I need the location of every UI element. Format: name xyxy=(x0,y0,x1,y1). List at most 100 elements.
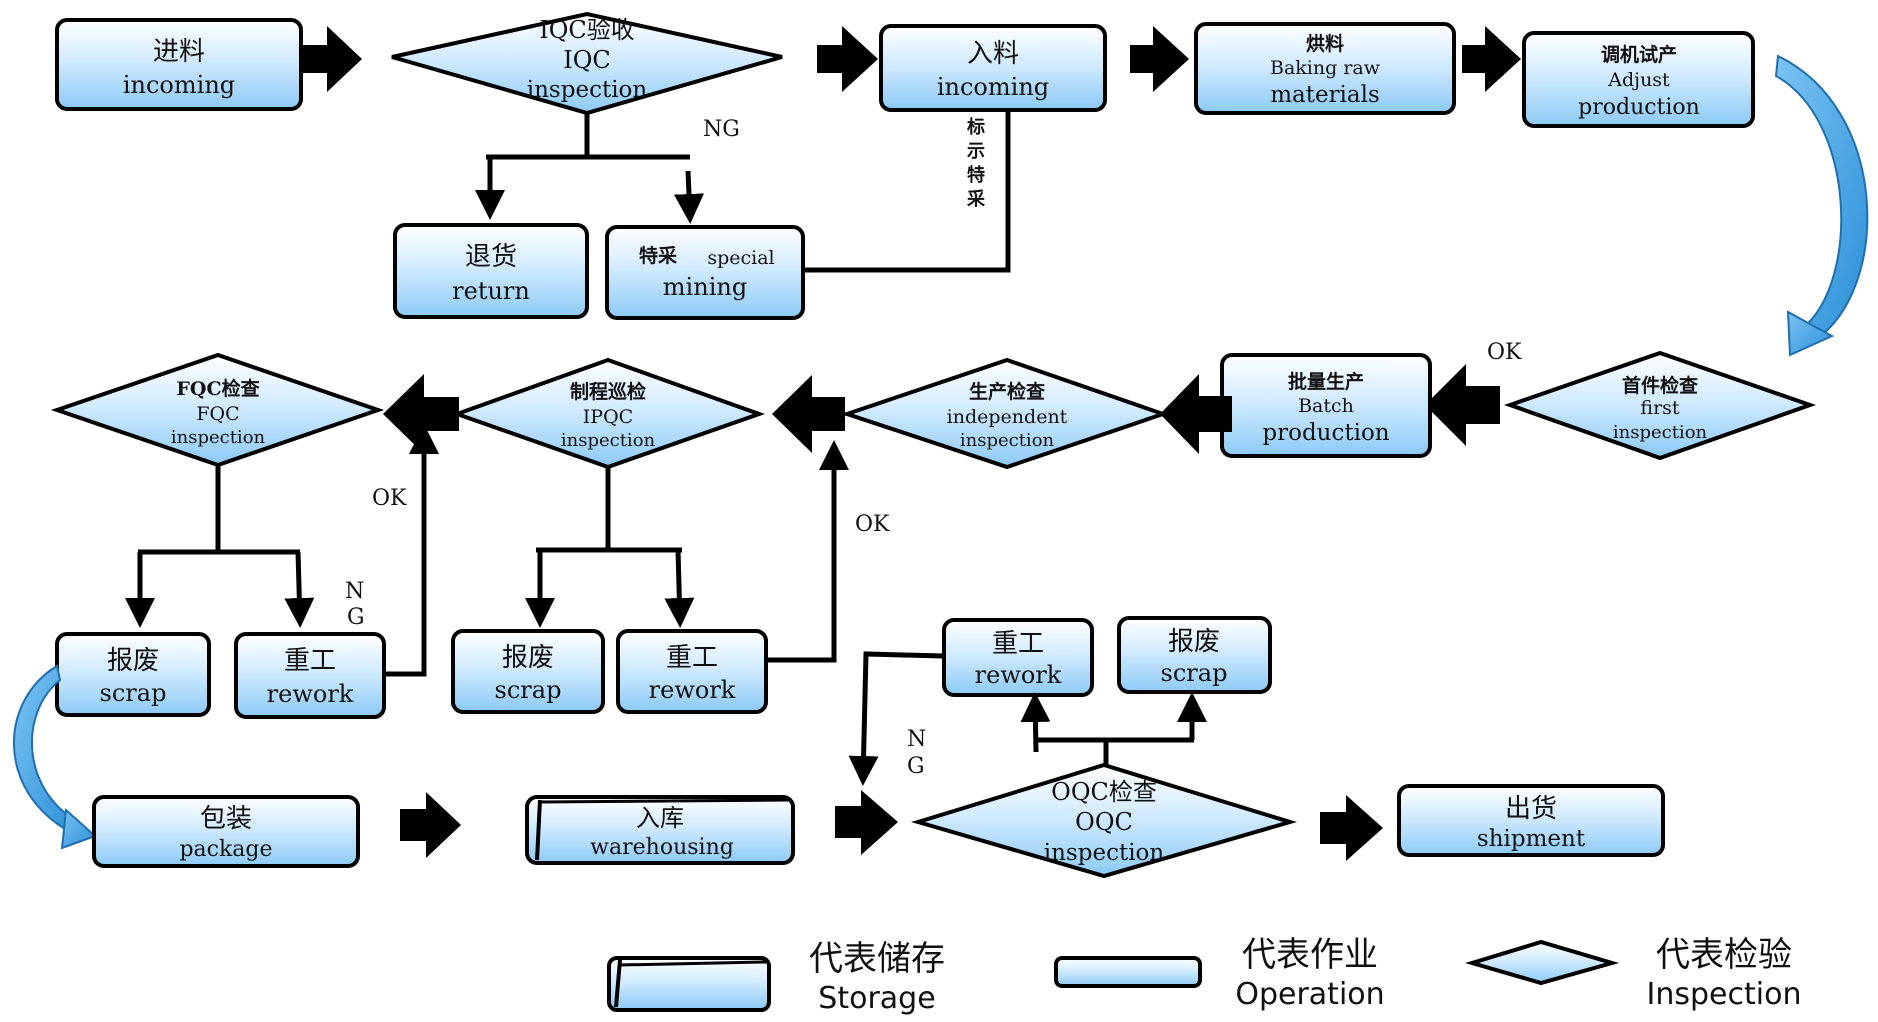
return-node: 退货 return xyxy=(393,223,589,319)
oqc-inspection-node: OQC检查 OQC inspection xyxy=(911,762,1297,879)
curved-arrow-left xyxy=(13,664,97,850)
ng-label: NG xyxy=(703,117,740,142)
legend-operation-en: Operation xyxy=(1235,977,1384,1012)
incoming-2-node: 入料 incoming xyxy=(879,24,1107,112)
package-node: 包装 package xyxy=(92,795,360,868)
block-arrow-right xyxy=(835,790,898,855)
iqc-inspection-node: IQC验收 IQC inspection xyxy=(391,11,783,116)
mark-special-label: 标 示 特 采 xyxy=(966,116,986,210)
svg-text:标: 标 xyxy=(966,116,985,138)
rework-zh: 重工 xyxy=(284,646,336,676)
ipqc-inspection-node: 制程巡检 IPQC inspection xyxy=(451,357,765,470)
independent-en2: inspection xyxy=(960,430,1055,451)
scrap-zh: 报废 xyxy=(502,643,554,673)
fqc-en1: FQC xyxy=(196,403,239,425)
special-mining-en: mining xyxy=(663,273,747,301)
shipment-node: 出货 shipment xyxy=(1397,784,1665,857)
ipqc-en1: IPQC xyxy=(583,406,633,428)
legend-inspection: 代表检验 Inspection xyxy=(1464,935,1801,1012)
svg-text:特: 特 xyxy=(967,164,985,186)
rework-en: rework xyxy=(649,676,736,704)
fqc-branch-lines xyxy=(125,424,439,677)
legend-storage: 代表储存 Storage xyxy=(607,939,945,1016)
warehousing-zh: 入库 xyxy=(636,804,684,832)
oqc-zh: OQC检查 xyxy=(1051,778,1157,806)
first-inspection-en1: first xyxy=(1640,397,1680,419)
baking-node: 烘料 Baking raw materials xyxy=(1194,22,1456,115)
iqc-en1: IQC xyxy=(563,46,611,74)
ng-label: N xyxy=(345,579,364,604)
ipqc-branch-lines xyxy=(525,440,849,663)
rework-node: 重工 rework xyxy=(616,629,768,714)
rework-zh: 重工 xyxy=(666,643,718,673)
ipqc-zh: 制程巡检 xyxy=(570,380,646,403)
incoming-node: 进料 incoming xyxy=(55,18,303,111)
scrap-node: 报废 scrap xyxy=(451,629,605,714)
block-arrow-right xyxy=(817,26,878,92)
oqc-branch-lines xyxy=(1020,692,1207,765)
curved-arrow-right xyxy=(1774,54,1869,357)
rework-return-connector xyxy=(848,651,945,786)
iqc-zh: IQC验收 xyxy=(539,16,635,44)
ng-label: G xyxy=(347,605,365,630)
fqc-en2: inspection xyxy=(171,427,266,448)
scrap-en: scrap xyxy=(1161,659,1228,687)
adjust-en1: Adjust xyxy=(1607,69,1670,91)
scrap-node: 报废 scrap xyxy=(55,632,211,717)
ipqc-en2: inspection xyxy=(561,430,656,451)
block-arrow-right xyxy=(400,792,461,858)
return-zh: 退货 xyxy=(465,242,517,272)
ok-label: OK xyxy=(1487,340,1522,365)
incoming-2-en: incoming xyxy=(937,73,1049,101)
independent-en1: independent xyxy=(947,406,1068,428)
fqc-inspection-node: FQC检查 FQC inspection xyxy=(50,352,385,468)
first-inspection-zh: 首件检查 xyxy=(1622,374,1699,397)
ng-label: G xyxy=(907,754,925,779)
baking-en2: materials xyxy=(1270,82,1380,108)
ok-label: OK xyxy=(372,486,407,511)
rework-node: 重工 rework xyxy=(942,618,1094,697)
scrap-node: 报废 scrap xyxy=(1117,616,1272,694)
ng-label: N xyxy=(907,727,926,752)
special-mining-node: 特采 special mining xyxy=(605,225,805,320)
block-arrow-left xyxy=(1425,364,1500,446)
first-inspection-en2: inspection xyxy=(1613,422,1708,443)
block-arrow-right xyxy=(303,26,362,92)
package-zh: 包装 xyxy=(200,804,252,834)
svg-text:采: 采 xyxy=(966,189,986,210)
special-mining-connector xyxy=(803,110,1011,273)
batch-en1: Batch xyxy=(1298,395,1354,417)
scrap-zh: 报废 xyxy=(107,646,159,676)
legend-storage-en: Storage xyxy=(818,981,935,1016)
adjust-en2: production xyxy=(1578,95,1700,120)
package-en: package xyxy=(179,837,272,862)
scrap-en: scrap xyxy=(495,676,562,704)
rework-node: 重工 rework xyxy=(234,632,386,719)
batch-zh: 批量生产 xyxy=(1288,370,1364,393)
oqc-en1: OQC xyxy=(1075,808,1133,836)
return-en: return xyxy=(452,277,530,305)
independent-zh: 生产检查 xyxy=(969,380,1046,403)
block-arrow-right xyxy=(1130,26,1189,92)
special-mining-en-inline: special xyxy=(707,247,774,269)
legend-operation-zh: 代表作业 xyxy=(1242,935,1378,975)
incoming-2-zh: 入料 xyxy=(967,39,1019,69)
first-inspection-node: 首件检查 first inspection xyxy=(1503,350,1817,461)
batch-en2: production xyxy=(1262,420,1389,446)
baking-zh: 烘料 xyxy=(1306,32,1344,55)
special-mining-zh: 特采 xyxy=(639,245,677,267)
iqc-en2: inspection xyxy=(527,77,648,103)
shipment-zh: 出货 xyxy=(1505,794,1557,824)
warehousing-node: 入库 warehousing xyxy=(525,795,795,865)
adjust-zh: 调机试产 xyxy=(1601,43,1677,66)
svg-text:示: 示 xyxy=(967,141,985,162)
legend: 代表储存 Storage 代表作业 Operation 代表检验 Inspect… xyxy=(607,935,1801,1016)
oqc-en2: inspection xyxy=(1044,840,1165,866)
block-arrow-right xyxy=(1320,795,1383,861)
rework-zh: 重工 xyxy=(992,629,1044,659)
batch-production-node: 批量生产 Batch production xyxy=(1220,353,1432,458)
block-arrow-left xyxy=(383,374,459,454)
independent-inspection-node: 生产检查 independent inspection xyxy=(840,357,1170,470)
baking-en1: Baking raw xyxy=(1270,57,1381,79)
